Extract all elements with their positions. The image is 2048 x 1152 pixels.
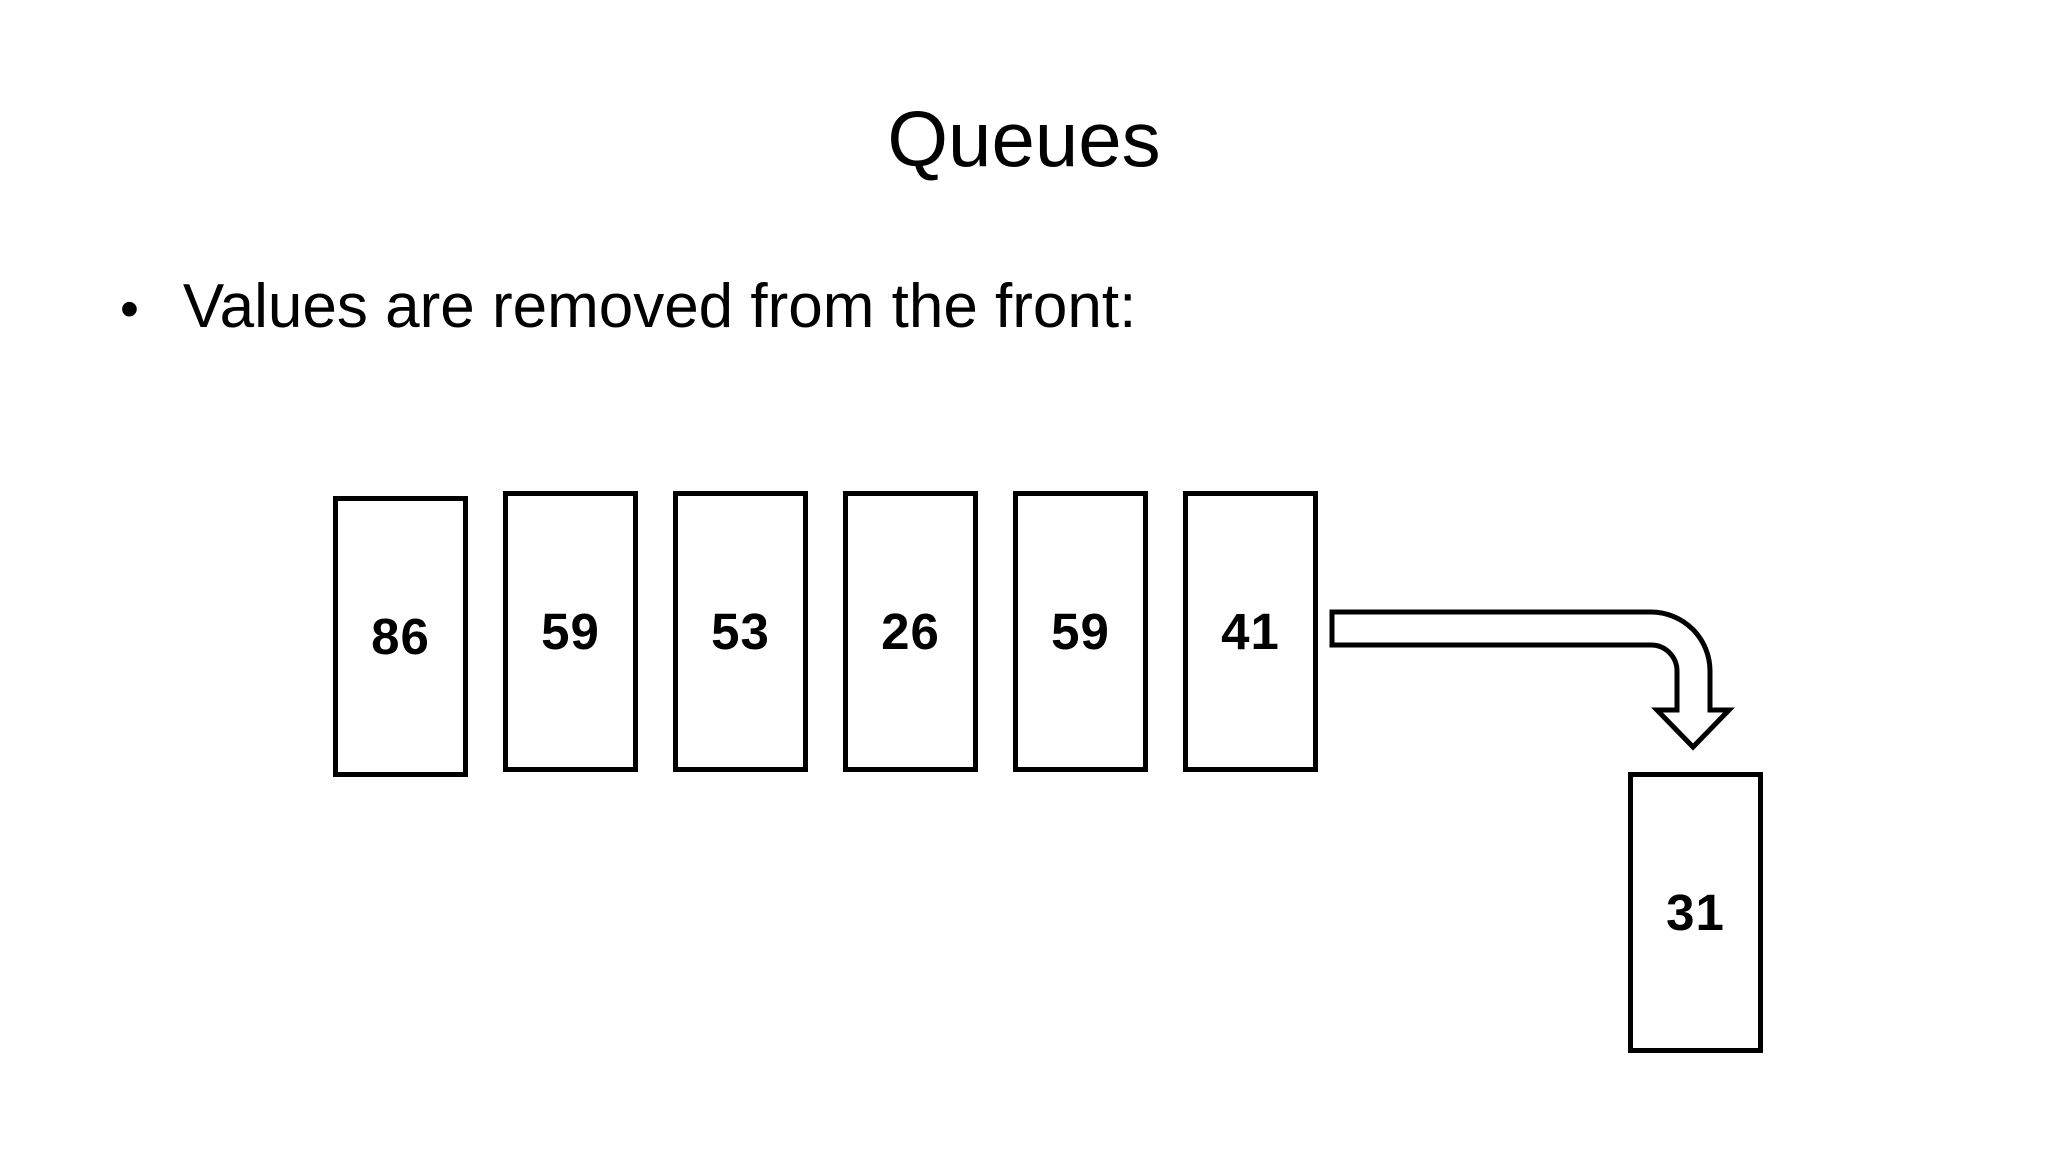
slide-title: Queues (887, 95, 1161, 183)
queue-cell-4-value: 59 (1051, 603, 1110, 660)
queue-cell-5: 41 (1183, 491, 1318, 772)
removed-cell-value: 31 (1666, 884, 1725, 941)
queue-cell-0: 86 (333, 496, 468, 777)
bullet-text: Values are removed from the front: (182, 272, 1137, 341)
queue-cell-1-value: 59 (541, 603, 600, 660)
queue-cell-2-value: 53 (711, 603, 770, 660)
queue-cell-3: 26 (843, 491, 978, 772)
queue-cell-4: 59 (1013, 491, 1148, 772)
removed-cell: 31 (1628, 772, 1763, 1053)
bullet-line: • Values are removed from the front: (120, 272, 1137, 341)
queue-cell-1: 59 (503, 491, 638, 772)
queue-cell-5-value: 41 (1221, 603, 1280, 660)
queue-cell-0-value: 86 (371, 608, 430, 665)
queue-cell-3-value: 26 (881, 603, 940, 660)
queue-cell-2: 53 (673, 491, 808, 772)
bullet-icon: • (120, 279, 139, 339)
